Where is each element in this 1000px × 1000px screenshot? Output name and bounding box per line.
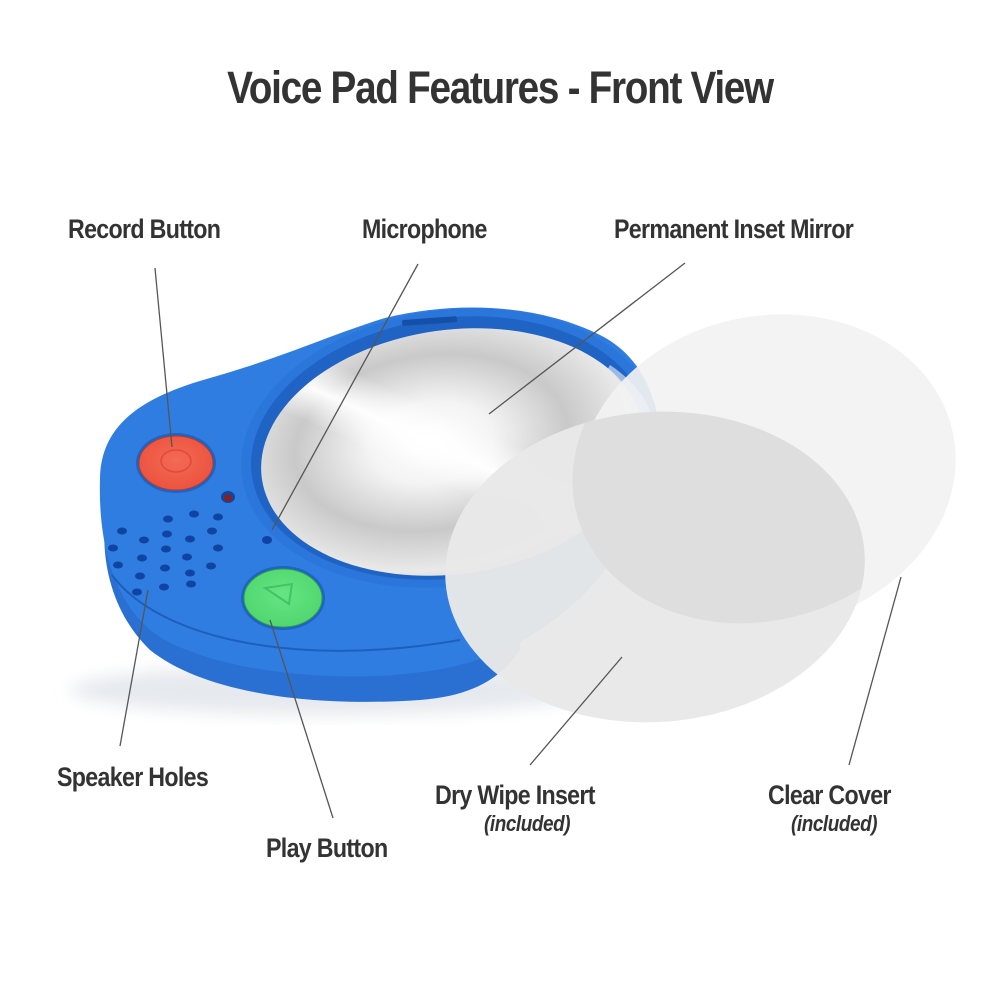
- led-indicator: [221, 491, 235, 503]
- leader-speaker: [119, 589, 149, 747]
- speaker-holes: [108, 510, 223, 596]
- callout-mirror: Permanent Inset Mirror: [614, 214, 854, 244]
- bezel-slot: [401, 316, 458, 326]
- leader-record: [154, 267, 173, 448]
- callout-clear-cover-note: (included): [791, 811, 878, 836]
- leader-clear-cover: [848, 576, 902, 766]
- leader-lines: [119, 262, 902, 819]
- leader-play: [269, 619, 334, 819]
- leader-dry-wipe: [529, 656, 623, 766]
- callout-microphone: Microphone: [362, 214, 487, 244]
- callout-record-button: Record Button: [68, 214, 221, 244]
- record-button[interactable]: [136, 433, 216, 493]
- record-dot-icon: [160, 449, 192, 473]
- play-button[interactable]: [241, 566, 325, 630]
- seam-line: [111, 574, 461, 652]
- play-triangle-icon: [262, 582, 294, 606]
- callout-dry-wipe-note: (included): [484, 811, 571, 836]
- leader-microphone: [271, 263, 419, 531]
- leader-mirror: [488, 262, 686, 415]
- callout-speaker-holes: Speaker Holes: [57, 762, 209, 792]
- microphone-hole: [262, 536, 272, 544]
- page-title: Voice Pad Features - Front View: [227, 62, 774, 113]
- callout-play-button: Play Button: [266, 833, 388, 863]
- callout-dry-wipe-insert: Dry Wipe Insert: [435, 780, 595, 810]
- callout-clear-cover: Clear Cover: [768, 780, 891, 810]
